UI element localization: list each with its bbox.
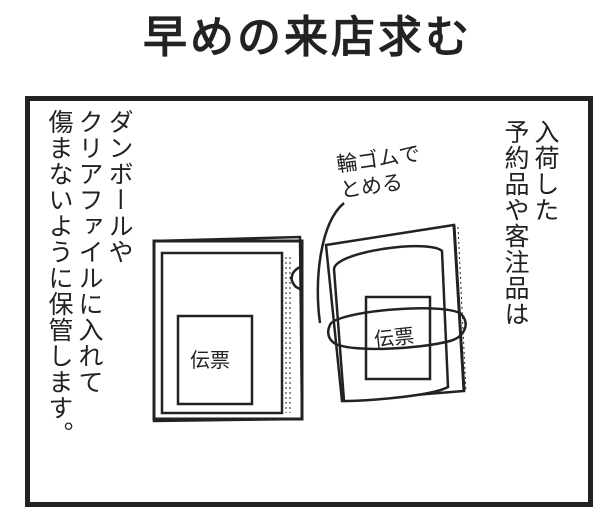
caption-left-line-3: 傷まないように保管します。	[45, 109, 74, 447]
comic-panel: 伝票 伝票 輪ゴムで とめる 入荷した 予約品や客注品は ダンボールや クリアフ…	[25, 96, 593, 507]
caption-left: ダンボールや クリアファイルに入れて 傷まないように保管します。	[44, 109, 134, 447]
caption-right: 入荷した 予約品や客注品は	[500, 119, 560, 327]
comic-title: 早めの来店求む	[143, 12, 472, 63]
folders-illustration: 伝票 伝票	[152, 202, 467, 423]
caption-right-line-2: 予約品や客注品は	[501, 119, 530, 327]
slip-left-label: 伝票	[190, 348, 230, 372]
slip-right-label: 伝票	[373, 324, 415, 352]
caption-left-line-1: ダンボールや	[105, 109, 134, 265]
left-folder	[152, 235, 304, 423]
right-folder	[316, 202, 467, 403]
caption-left-line-2: クリアファイルに入れて	[75, 109, 104, 395]
caption-right-line-1: 入荷した	[531, 119, 560, 223]
